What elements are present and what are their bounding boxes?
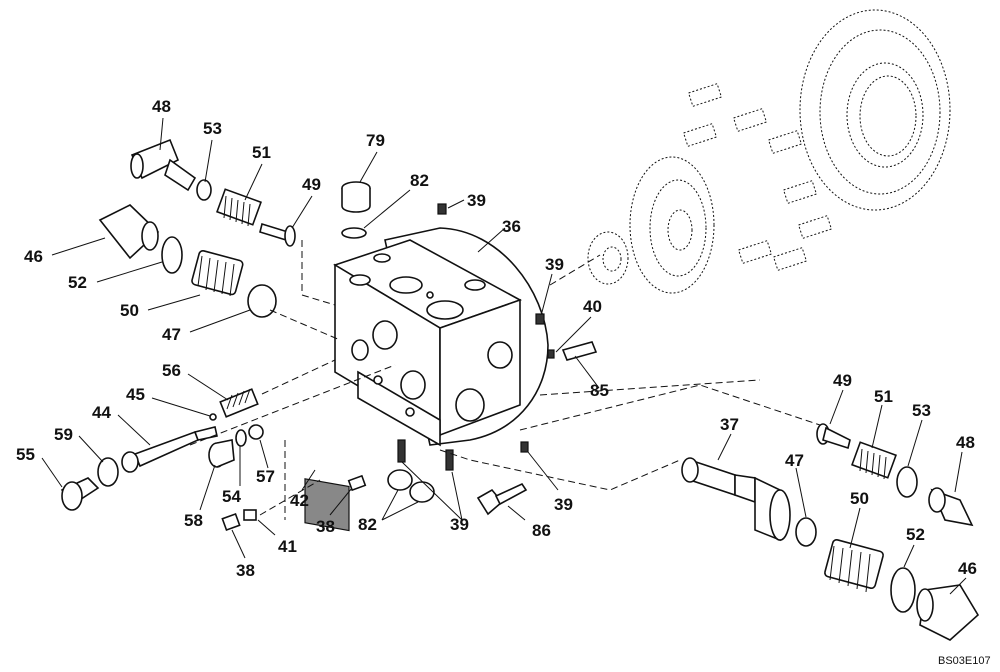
callout-37: 37 — [720, 415, 739, 434]
callout-39-lower-right: 39 — [554, 495, 573, 514]
plug-46-right — [916, 584, 980, 641]
callout-49-right: 49 — [833, 371, 852, 390]
ball-57 — [248, 424, 264, 440]
callout-44: 44 — [92, 403, 111, 422]
spool-37 — [681, 457, 791, 542]
callout-57: 57 — [256, 467, 275, 486]
callout-47-right: 47 — [785, 451, 804, 470]
spring-51-right — [851, 441, 897, 480]
screw-38-upper — [347, 474, 367, 492]
spring-51-left — [216, 188, 262, 227]
poppet-49-left — [259, 222, 296, 247]
callout-47-left: 47 — [162, 325, 181, 344]
callout-52-right: 52 — [906, 525, 925, 544]
callout-86: 86 — [532, 521, 551, 540]
spring-50-left — [191, 249, 244, 297]
screw-39-top — [437, 203, 447, 215]
o-ring-54 — [235, 429, 247, 447]
screws-39-bottom — [397, 439, 529, 471]
spring-50-right — [824, 539, 884, 593]
callout-79: 79 — [366, 131, 385, 150]
callout-51-right: 51 — [874, 387, 893, 406]
callout-56: 56 — [162, 361, 181, 380]
callout-39-bottom: 39 — [450, 515, 469, 534]
callout-59: 59 — [54, 425, 73, 444]
callout-53-left: 53 — [203, 119, 222, 138]
callout-41: 41 — [278, 537, 297, 556]
o-ring-59 — [97, 457, 119, 487]
callout-38-upper: 38 — [316, 517, 335, 536]
callout-55: 55 — [16, 445, 35, 464]
callout-82-bottom: 82 — [358, 515, 377, 534]
bolt-86 — [476, 482, 528, 516]
plug-46-left — [98, 204, 160, 260]
plug-58 — [208, 439, 235, 468]
plug-41 — [243, 509, 257, 521]
poppet-49-right — [816, 423, 851, 450]
swash-plate-assembly — [587, 9, 951, 294]
leader-lines — [41, 117, 967, 595]
spring-56 — [219, 388, 259, 418]
screw-38-lower — [221, 512, 241, 532]
pin-85 — [561, 341, 598, 361]
plate-42 — [304, 478, 350, 532]
callout-46-right: 46 — [958, 559, 977, 578]
callout-36: 36 — [502, 217, 521, 236]
o-ring-53-left — [196, 179, 212, 201]
callout-42: 42 — [290, 491, 309, 510]
o-ring-82-top — [341, 227, 367, 239]
screw-39-right — [535, 313, 545, 325]
callout-45: 45 — [126, 385, 145, 404]
callout-40: 40 — [583, 297, 602, 316]
callout-49-left: 49 — [302, 175, 321, 194]
callout-50-left: 50 — [120, 301, 139, 320]
valve-housing — [333, 227, 549, 447]
callout-39-right: 39 — [545, 255, 564, 274]
seat-47-left — [247, 284, 277, 318]
callout-52-left: 52 — [68, 273, 87, 292]
callout-46-left: 46 — [24, 247, 43, 266]
callout-82-top: 82 — [410, 171, 429, 190]
callout-38-lower: 38 — [236, 561, 255, 580]
plug-48-left — [130, 138, 197, 192]
spool-44 — [121, 426, 218, 473]
callout-54: 54 — [222, 487, 241, 506]
callout-48-left: 48 — [152, 97, 171, 116]
callout-39-top: 39 — [467, 191, 486, 210]
drawing-code: BS03E107 — [938, 655, 991, 667]
callout-53-right: 53 — [912, 401, 931, 420]
plug-55 — [60, 477, 100, 511]
seat-47-right — [795, 517, 817, 547]
callout-85: 85 — [590, 381, 609, 400]
callout-50-right: 50 — [850, 489, 869, 508]
o-ring-52-right — [890, 567, 916, 613]
plug-40 — [547, 349, 555, 359]
plug-48-right — [928, 487, 974, 527]
callout-58: 58 — [184, 511, 203, 530]
plug-79 — [341, 181, 371, 213]
callout-48-right: 48 — [956, 433, 975, 452]
piston-springs — [682, 83, 833, 271]
o-ring-52-left — [161, 236, 183, 274]
ball-45 — [209, 413, 217, 421]
o-ring-53-right — [896, 466, 918, 498]
callout-51-left: 51 — [252, 143, 271, 162]
